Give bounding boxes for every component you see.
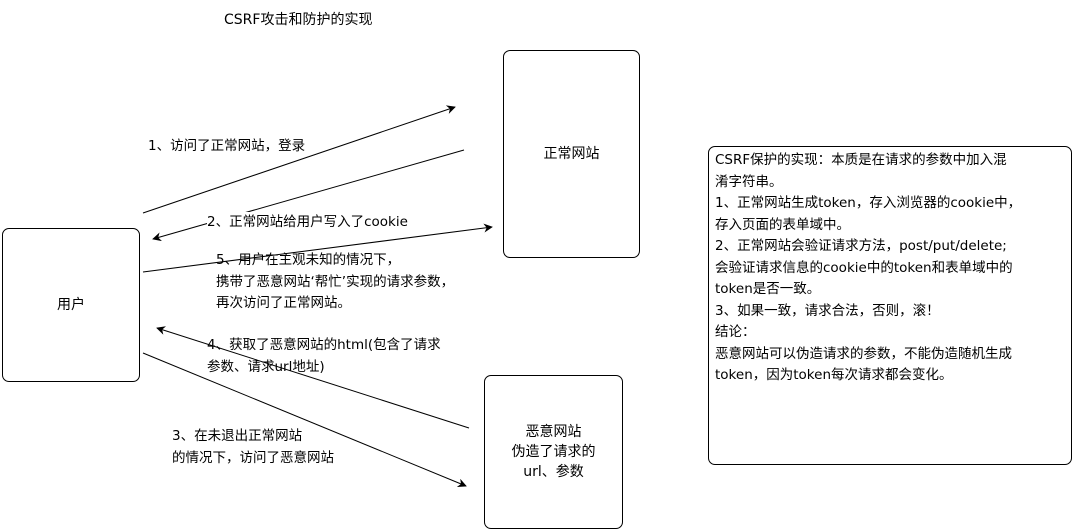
note-line: 会验证请求信息的cookie中的token和表单域中的 bbox=[715, 259, 1013, 276]
arrow-step4 bbox=[156, 326, 470, 429]
note-line: CSRF保护的实现：本质是在请求的参数中加入混 bbox=[715, 152, 1007, 168]
note-line: 1、正常网站生成token，存入浏览器的cookie中， bbox=[715, 195, 1022, 211]
note-line: 3、如果一致，请求合法，否则，滚！ bbox=[715, 302, 940, 319]
evil-site-label: 恶意网站 伪造了请求的 url、参数 bbox=[511, 424, 596, 480]
user-label: 用户 bbox=[57, 297, 85, 313]
note-line: 淆字符串。 bbox=[715, 173, 783, 190]
arrow-step3 bbox=[142, 352, 467, 488]
note-line: 2、正常网站会验证请求方法，post/put/delete; bbox=[715, 238, 1007, 254]
note-line: token是否一致。 bbox=[715, 281, 821, 297]
arrow-step2 bbox=[152, 149, 465, 242]
diagram-title: CSRF攻击和防护的实现 bbox=[224, 12, 373, 28]
csrf-protection-note: CSRF保护的实现：本质是在请求的参数中加入混 淆字符串。 1、正常网站生成to… bbox=[708, 146, 1072, 465]
user-box: 用户 bbox=[2, 228, 140, 382]
note-line: token，因为token每次请求都会变化。 bbox=[715, 367, 953, 383]
step3-label: 3、在未退出正常网站 的情况下，访问了恶意网站 bbox=[172, 428, 334, 466]
step4-label: 4、获取了恶意网站的html(包含了请求 参数、请求url地址) bbox=[207, 337, 441, 375]
normal-site-box: 正常网站 bbox=[503, 50, 640, 258]
arrow-step1 bbox=[142, 105, 456, 214]
evil-site-box: 恶意网站 伪造了请求的 url、参数 bbox=[484, 375, 623, 529]
step5-label: 5、用户在主观未知的情况下， 携带了恶意网站‘帮忙’实现的请求参数， 再次访问了… bbox=[216, 252, 455, 311]
step1-label: 1、访问了正常网站，登录 bbox=[148, 138, 306, 154]
note-line: 结论： bbox=[715, 324, 756, 340]
note-line: 恶意网站可以伪造请求的参数，不能伪造随机生成 bbox=[715, 345, 1012, 362]
note-line: 存入页面的表单域中。 bbox=[715, 216, 850, 233]
normal-site-label: 正常网站 bbox=[543, 146, 600, 162]
step2-label: 2、正常网站给用户写入了cookie bbox=[207, 212, 409, 233]
arrow-step5 bbox=[142, 223, 493, 273]
